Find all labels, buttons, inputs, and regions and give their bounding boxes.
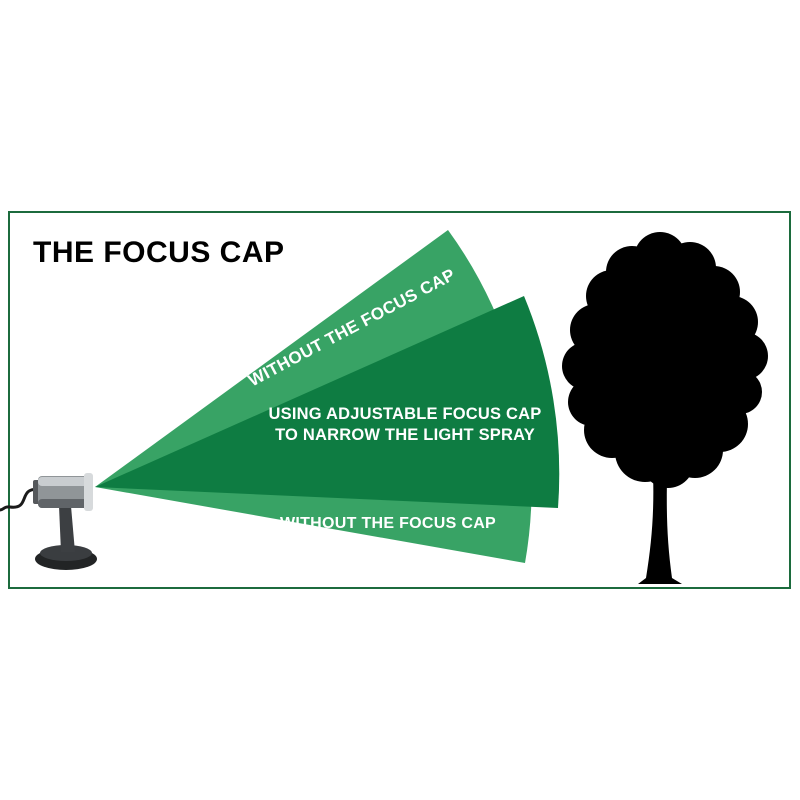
lamp-head-shadow xyxy=(38,499,88,508)
focus-cap-label-line2: TO NARROW THE LIGHT SPRAY xyxy=(275,426,535,445)
focus-cap-label-line1: USING ADJUSTABLE FOCUS CAP xyxy=(268,405,542,423)
page-title: THE FOCUS CAP xyxy=(33,236,285,269)
lower-beam-label: WITHOUT THE FOCUS CAP xyxy=(279,515,497,532)
tree-trunk xyxy=(638,450,682,584)
focus-cap-label: USING ADJUSTABLE FOCUS CAP TO NARROW THE… xyxy=(252,404,558,447)
lamp-stand xyxy=(59,506,75,552)
lamp-base-top xyxy=(40,545,92,561)
tree-silhouette xyxy=(562,232,768,584)
spotlight-graphic xyxy=(0,473,97,570)
lamp-front-rim xyxy=(84,473,93,511)
power-cord-icon xyxy=(0,487,44,512)
lamp-head-highlight xyxy=(38,477,88,486)
narrow-beam-shape xyxy=(95,296,560,508)
